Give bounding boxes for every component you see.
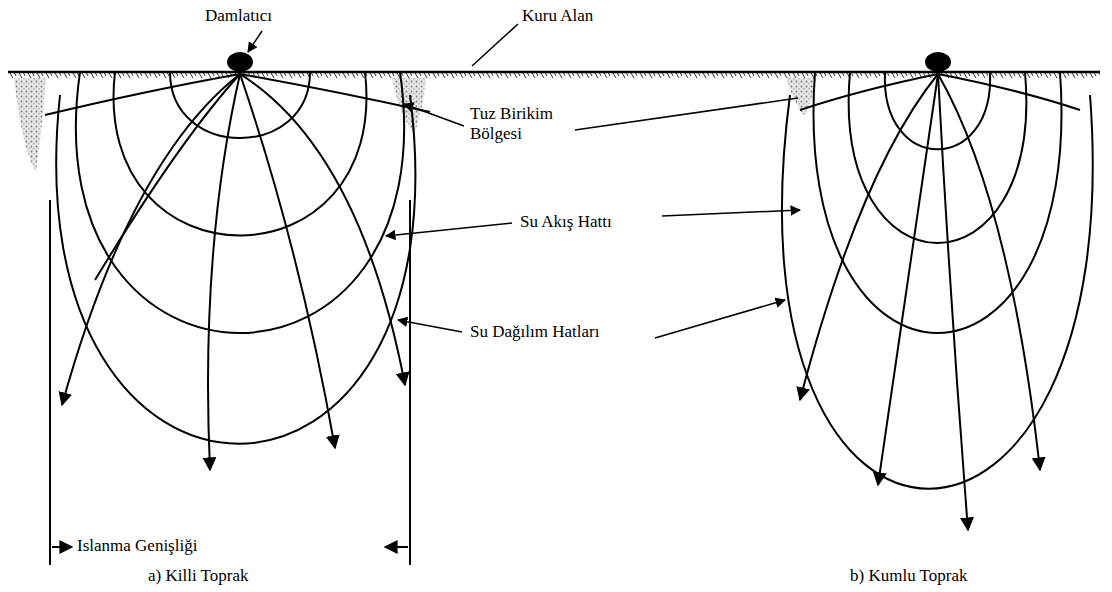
wetting-front xyxy=(76,72,404,333)
leader-lines xyxy=(248,24,800,338)
dimension-label: Islanma Genişliği xyxy=(77,536,197,556)
bracket-line xyxy=(49,200,51,565)
leader-line xyxy=(472,24,518,66)
flow-line xyxy=(938,74,1080,110)
dripper xyxy=(925,52,951,72)
caption-label: a) Killi Toprak xyxy=(148,566,248,586)
wetting-front xyxy=(782,95,1093,489)
flow-line xyxy=(938,74,1040,470)
flow-line xyxy=(240,74,430,112)
flow-line xyxy=(240,74,405,385)
part-label: Damlatıcı xyxy=(205,6,272,26)
leader-line xyxy=(398,320,462,332)
wetting-front xyxy=(56,95,415,444)
leader-line xyxy=(248,31,262,52)
leader-line xyxy=(662,210,800,216)
dimension-arrow xyxy=(52,546,72,548)
flow-line xyxy=(938,74,968,530)
flow-line xyxy=(800,74,938,110)
salt-zone xyxy=(14,78,46,172)
flow-line xyxy=(800,74,938,400)
part-label: Su Akış Hattı xyxy=(520,212,612,232)
width-bracket xyxy=(50,200,410,565)
sand-wetting-bulb xyxy=(782,72,1093,530)
wetting-front xyxy=(849,72,1027,243)
region-label: Kuru Alan xyxy=(522,6,593,26)
caption-label: b) Kumlu Toprak xyxy=(850,566,967,586)
bracket-line xyxy=(409,200,411,565)
flow-line xyxy=(878,74,938,485)
dripper xyxy=(227,52,253,72)
wetting-front xyxy=(170,72,310,138)
leader-line xyxy=(575,98,798,130)
part-label: Su Dağılım Hatları xyxy=(470,322,599,342)
wetting-front xyxy=(813,72,1061,333)
wetting-front xyxy=(114,72,367,236)
flow-line xyxy=(208,74,240,470)
leader-line xyxy=(386,223,512,236)
leader-line xyxy=(404,104,464,126)
region-label: Tuz Birikim Bölgesi xyxy=(470,104,570,145)
dimension-arrow xyxy=(385,546,408,548)
flow-line xyxy=(240,74,335,448)
flow-line xyxy=(95,74,240,280)
leader-line xyxy=(655,300,785,338)
clay-wetting-bulb xyxy=(45,72,430,470)
